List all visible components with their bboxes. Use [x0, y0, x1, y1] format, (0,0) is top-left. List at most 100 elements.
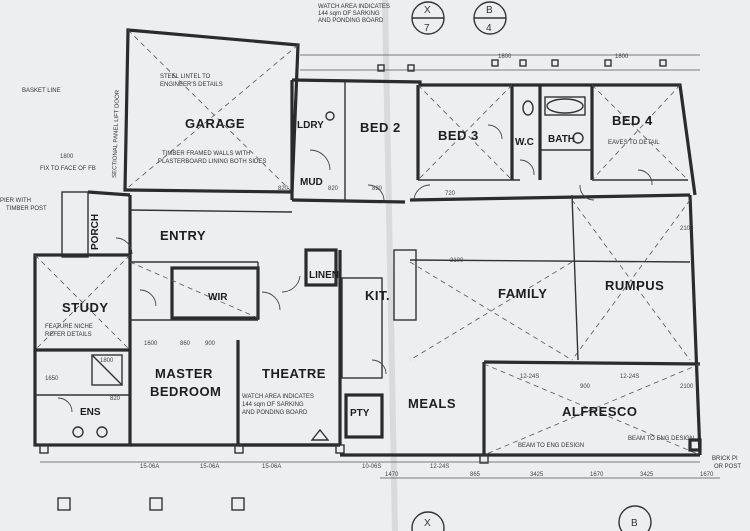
- family-label: FAMILY: [498, 286, 547, 301]
- dim-label: 15-06A: [140, 464, 159, 470]
- eaves-note: EAVES TO DETAIL: [608, 140, 660, 146]
- bath-label: BATH: [548, 134, 575, 145]
- door-swings-living: [57, 237, 387, 413]
- pier-note: PIER WITH: [0, 198, 31, 204]
- dim-label: 820: [110, 396, 121, 402]
- dim-label: 3425: [530, 472, 544, 478]
- or-post-note: OR POST: [714, 464, 741, 470]
- sectional-door-note: SECTIONAL PANEL LIFT DOOR: [112, 89, 121, 178]
- meals-label: MEALS: [408, 396, 456, 411]
- dim-label: 720: [445, 191, 456, 197]
- feature-niche-note-2: REFER DETAILS: [45, 332, 92, 338]
- watch-area-top-note: WATCH AREA INDICATES: [318, 4, 390, 10]
- steel-lintel-note-2: ENGINEER'S DETAILS: [160, 82, 223, 88]
- porch-entry-walls: [61, 190, 293, 260]
- dim-label: 3425: [640, 472, 654, 478]
- rumpus-label: RUMPUS: [605, 278, 664, 293]
- dim-label: 820: [372, 186, 383, 192]
- kit-label: KIT.: [365, 288, 390, 303]
- feature-niche-note: FEATURE NICHE: [45, 324, 93, 330]
- dim-label: 1670: [700, 472, 714, 478]
- dim-label: 1800: [498, 54, 512, 60]
- svg-text:B: B: [631, 518, 638, 529]
- bath-fixtures: [325, 96, 586, 144]
- dim-label: 2100: [680, 226, 694, 232]
- watch-area-top-note-2: 144 sqm OF SARKING: [318, 11, 380, 17]
- dim-label: 1600: [144, 341, 158, 347]
- porch-label: PORCH: [90, 214, 101, 250]
- fix-face-note: FIX TO FACE OF FB: [40, 166, 96, 172]
- paper-fold: [382, 0, 398, 531]
- study-label: STUDY: [62, 300, 109, 315]
- dim-label: 1670: [590, 472, 604, 478]
- dim-label: 15-06A: [262, 464, 281, 470]
- garage-label: GARAGE: [185, 116, 245, 131]
- kitchen-walls: [304, 248, 417, 439]
- door-swings-top: [309, 124, 653, 201]
- dim-label: 1470: [385, 472, 399, 478]
- theatre-walls: [238, 250, 342, 447]
- theatre-watch-note-3: AND PONDING BOARD: [242, 410, 308, 416]
- dim-label: 900: [205, 341, 216, 347]
- pty-label: PTY: [350, 408, 370, 419]
- dim-label: 12-24S: [520, 374, 539, 380]
- watch-area-top-note-3: AND PONDING BOARD: [318, 18, 384, 24]
- dim-label: 1650: [45, 376, 59, 382]
- theatre-watch-note-2: 144 sqm OF SARKING: [242, 402, 304, 408]
- bedroom-label: BEDROOM: [150, 384, 221, 399]
- ldry-label: LDRY: [297, 120, 324, 131]
- grid-ref-x-bottom: X: [411, 511, 445, 531]
- grid-ref-x7: X 7: [411, 1, 445, 35]
- svg-text:B: B: [486, 5, 493, 16]
- brick-pier-note: BRICK PI: [712, 456, 738, 462]
- dim-label: 15-06A: [200, 464, 219, 470]
- garage-wall-note-2: PLASTERBOARD LINING BOTH SIDES: [158, 159, 266, 165]
- dim-label: 820: [328, 186, 339, 192]
- svg-text:X: X: [424, 5, 431, 16]
- living-walls: [340, 194, 702, 457]
- watch-area-marker: [310, 428, 330, 441]
- entry-label: ENTRY: [160, 228, 206, 243]
- dim-label: 2100: [450, 258, 464, 264]
- garage-wall-note: TIMBER FRAMED WALLS WITH: [162, 151, 250, 157]
- basket-line-note: BASKET LINE: [22, 88, 61, 94]
- bedroom-wing-walls: [290, 78, 697, 204]
- wc-label: W.C: [515, 137, 534, 148]
- beam-note-2: BEAM TO ENG DESIGN: [628, 436, 694, 442]
- linen-label: LINEN: [309, 270, 339, 281]
- ensuite-fixtures: [72, 354, 123, 438]
- master-label: MASTER: [155, 366, 213, 381]
- bottom-piers: [39, 438, 702, 511]
- steel-lintel-note: STEEL LINTEL TO: [160, 74, 211, 80]
- dim-label: 12-24S: [620, 374, 639, 380]
- dim-label: 900: [580, 384, 591, 390]
- bottom-dimension-string: [40, 461, 720, 479]
- beam-note-1: BEAM TO ENG DESIGN: [518, 443, 584, 449]
- grid-ref-b4: B 4: [473, 1, 507, 35]
- ens-label: ENS: [80, 407, 101, 418]
- dim-label: 820: [278, 186, 289, 192]
- bed3-label: BED 3: [438, 128, 479, 143]
- grid-ref-b-bottom: B: [618, 505, 652, 531]
- bed2-label: BED 2: [360, 120, 401, 135]
- dim-label: 865: [470, 472, 481, 478]
- theatre-label: THEATRE: [262, 366, 326, 381]
- dim-label: 860: [180, 341, 191, 347]
- dim-label: 1800: [60, 154, 74, 160]
- timber-post-note: TIMBER POST: [6, 206, 47, 212]
- theatre-watch-note: WATCH AREA INDICATES: [242, 394, 314, 400]
- dim-label: 1800: [100, 358, 114, 364]
- svg-text:X: X: [424, 518, 431, 529]
- dim-label: 10-06S: [362, 464, 381, 470]
- bed4-label: BED 4: [612, 113, 653, 128]
- mud-label: MUD: [300, 177, 323, 188]
- top-dimension-string: [300, 54, 700, 72]
- svg-text:7: 7: [424, 23, 430, 34]
- wir-label: WIR: [208, 292, 228, 303]
- dim-label: 2100: [680, 384, 694, 390]
- dim-label: 1800: [615, 54, 629, 60]
- alfresco-label: ALFRESCO: [562, 404, 638, 419]
- dim-label: 12-24S: [430, 464, 449, 470]
